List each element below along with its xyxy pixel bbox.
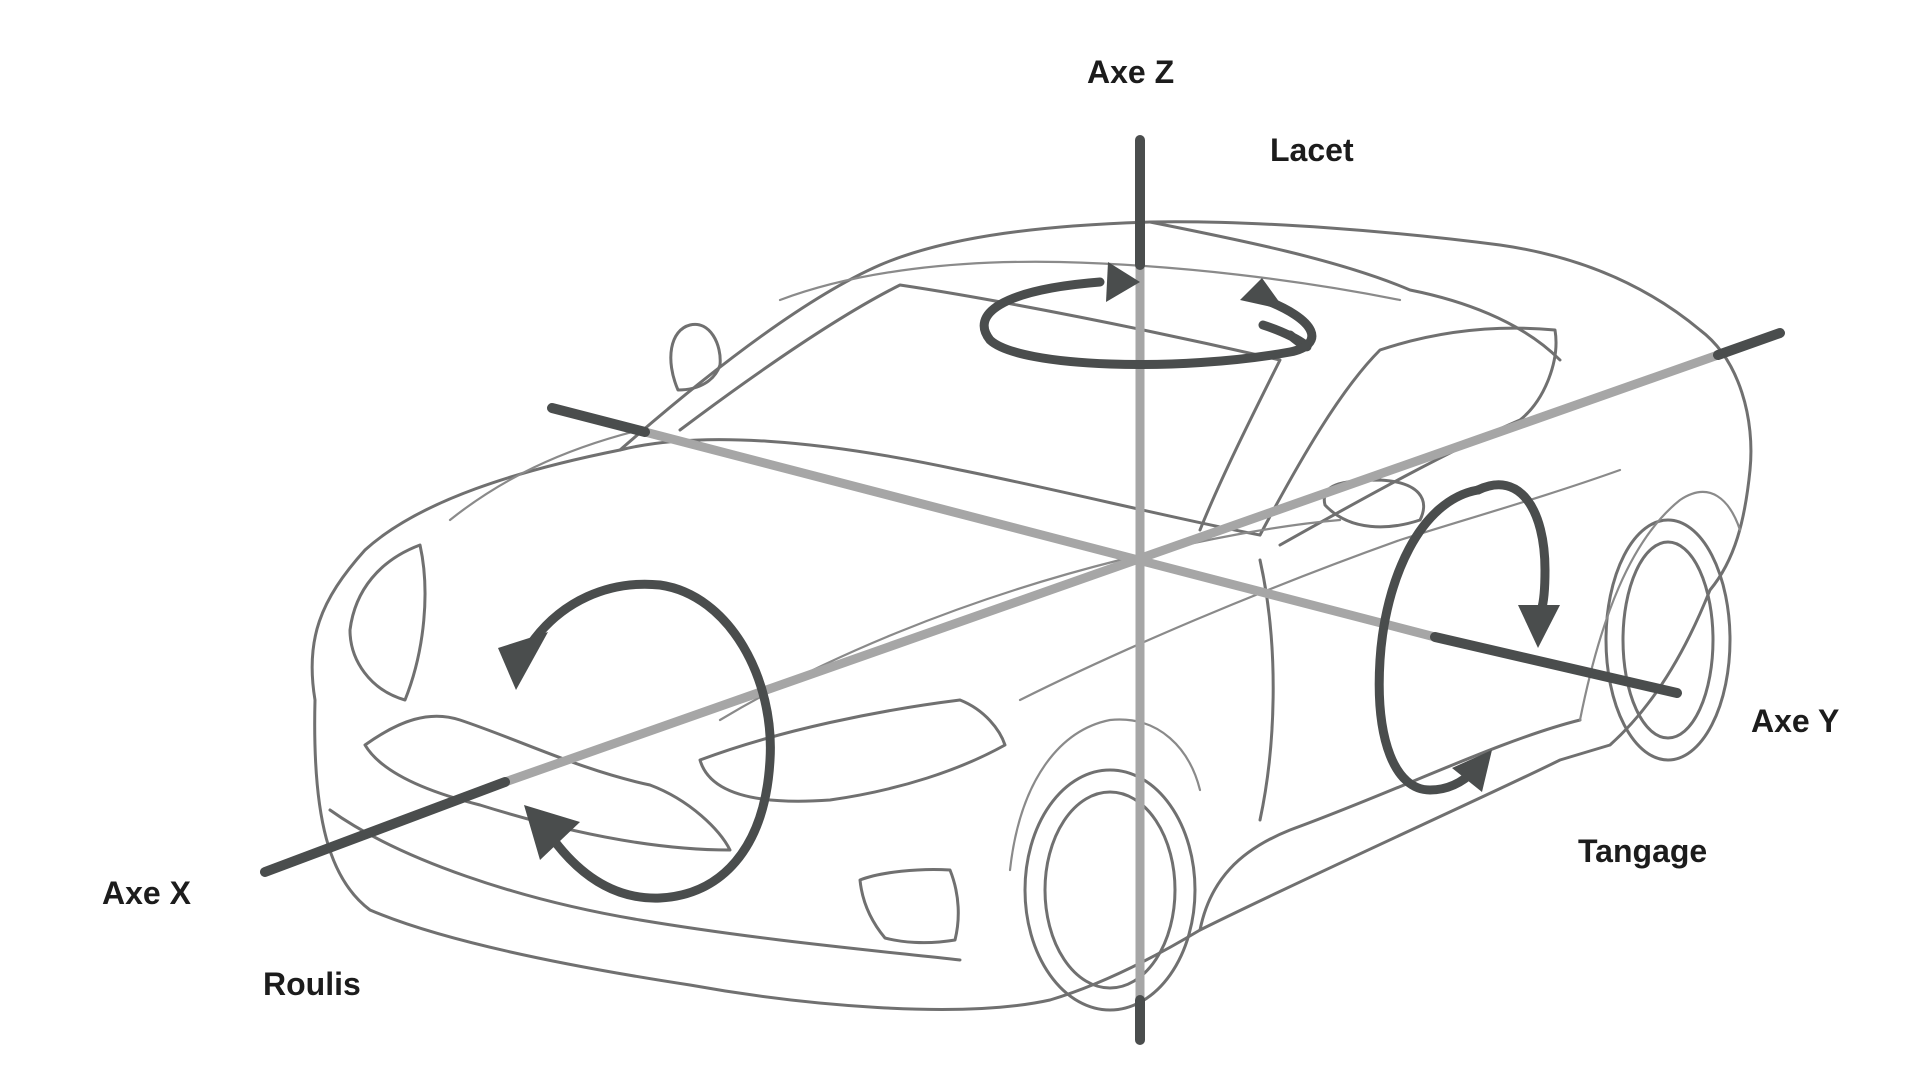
roll-rotation-arc bbox=[523, 579, 775, 903]
pitch-arrow-head-top bbox=[1518, 605, 1560, 648]
car-drawing bbox=[310, 220, 1753, 1012]
label-yaw: Lacet bbox=[1270, 132, 1354, 168]
car-side-window bbox=[1258, 326, 1558, 547]
label-pitch: Tangage bbox=[1578, 833, 1708, 869]
roll-arrow-head-bottom bbox=[524, 805, 580, 860]
car-hood-crease-right bbox=[718, 518, 1342, 722]
car-roof-line bbox=[778, 260, 1402, 302]
car-details bbox=[448, 260, 1742, 872]
axis-y-left bbox=[547, 403, 650, 437]
car-side-mirror bbox=[669, 322, 722, 392]
car-hood-line bbox=[618, 438, 1262, 537]
axis-x-inner bbox=[500, 350, 1723, 787]
axis-y-right bbox=[1430, 632, 1682, 698]
car-side-crease bbox=[1018, 468, 1622, 702]
car-headlight-left bbox=[348, 543, 427, 702]
car-side-sill bbox=[1198, 718, 1582, 932]
car-bumper bbox=[328, 808, 962, 962]
car-front-wheel-arch bbox=[1008, 718, 1202, 872]
car-roof-rear bbox=[1148, 220, 1562, 362]
axis-x-rear bbox=[1713, 328, 1785, 360]
pitch-rotation-ellipse bbox=[1374, 485, 1483, 795]
pitch-arrow-head-bottom bbox=[1452, 750, 1492, 792]
axis-y-inner bbox=[640, 427, 1440, 642]
car-grille bbox=[363, 714, 732, 852]
car-fog-light bbox=[858, 868, 960, 945]
label-axis-y: Axe Y bbox=[1751, 703, 1840, 739]
label-axis-x: Axe X bbox=[102, 875, 191, 911]
car-rear-wheel-inner bbox=[1621, 540, 1715, 740]
car-rear-wheel-arch bbox=[1578, 490, 1742, 722]
car-windshield bbox=[678, 283, 1282, 532]
roll-arrow-head-top bbox=[498, 632, 548, 690]
label-axis-z: Axe Z bbox=[1087, 54, 1175, 90]
car-front-wheel bbox=[1023, 768, 1197, 1012]
car-hood-crease-left bbox=[448, 428, 642, 522]
yaw-arrow-head-left bbox=[1240, 278, 1285, 310]
yaw-rotation-ellipse bbox=[979, 277, 1317, 369]
car-body-outline bbox=[310, 220, 1753, 1011]
yaw-arrow-head-right bbox=[1106, 262, 1140, 302]
car-rear-wheel bbox=[1604, 518, 1732, 762]
car-front-wheel-inner bbox=[1043, 790, 1177, 990]
axis-x-front bbox=[260, 777, 510, 877]
car-headlight-right bbox=[698, 698, 1007, 803]
yaw-rotation-arc bbox=[1258, 320, 1312, 352]
label-roll: Roulis bbox=[263, 966, 361, 1002]
